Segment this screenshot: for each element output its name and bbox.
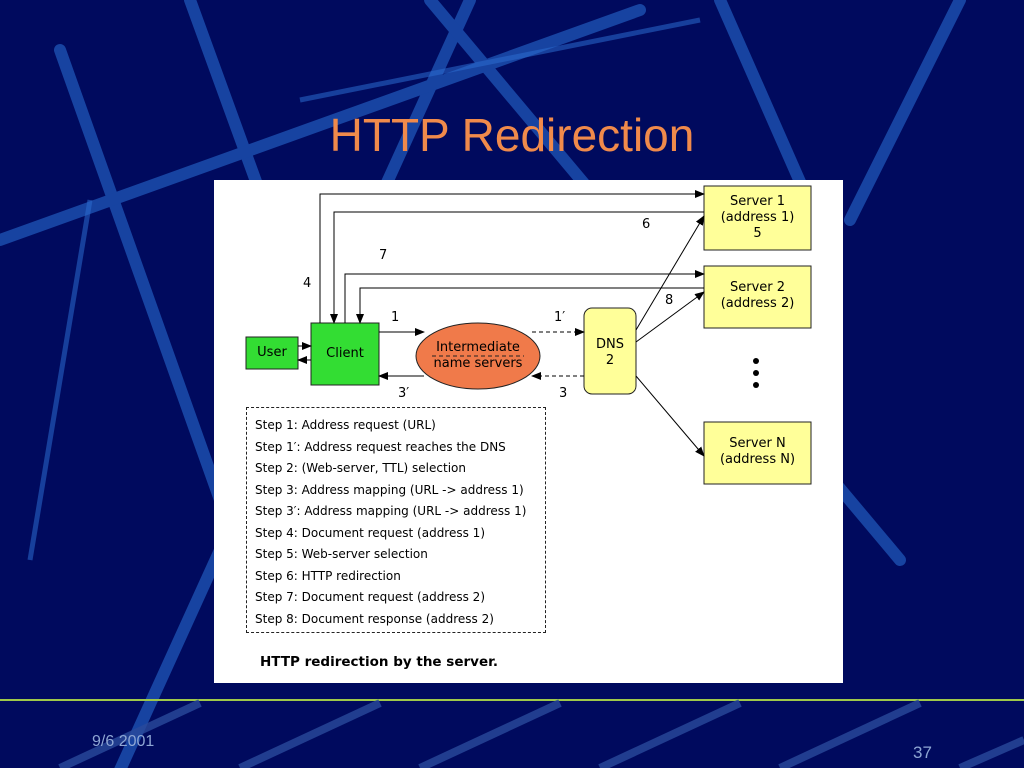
slide-title: HTTP Redirection bbox=[329, 109, 695, 161]
server1-label-line3: 5 bbox=[753, 226, 762, 241]
step-item: Step 7: Document request (address 2) bbox=[255, 590, 485, 604]
ellipsis-dot bbox=[753, 382, 759, 388]
diagram-graphics bbox=[245, 185, 812, 485]
servern-label: Server N (address N) bbox=[704, 436, 811, 468]
server2-label-line2: (address 2) bbox=[720, 296, 795, 311]
diagram-figure: User Client Intermediate name servers DN… bbox=[214, 180, 843, 683]
step-item: Step 4: Document request (address 1) bbox=[255, 525, 485, 540]
arrow-label-3: 3 bbox=[559, 386, 568, 401]
steps-legend: Step 1: Address request (URL) Step 1′: A… bbox=[246, 407, 546, 633]
intermediate-label-line1: Intermediate bbox=[436, 340, 520, 355]
arrow-label-6: 6 bbox=[642, 217, 651, 232]
ellipsis-dot bbox=[753, 358, 759, 364]
servern-label-line2: (address N) bbox=[719, 452, 796, 467]
footer-date: 9/6 2001 bbox=[92, 733, 155, 750]
arrow-label-7: 7 bbox=[379, 248, 388, 263]
step-item: Step 5: Web-server selection bbox=[255, 547, 428, 561]
arrow-label-3-prime: 3′ bbox=[398, 386, 410, 401]
arrow-label-8: 8 bbox=[665, 293, 674, 308]
servern-node bbox=[703, 421, 812, 485]
server1-label-line2: (address 1) bbox=[720, 210, 795, 225]
server2-label: Server 2 (address 2) bbox=[704, 280, 811, 312]
step-item: Step 6: HTTP redirection bbox=[255, 568, 401, 583]
step-item: Step 2: (Web-server, TTL) selection bbox=[255, 461, 466, 475]
intermediate-label-line2: name servers bbox=[433, 356, 523, 371]
dns-label: DNS 2 bbox=[584, 337, 636, 369]
server1-label: Server 1 (address 1) 5 bbox=[704, 194, 811, 242]
ellipsis-dot bbox=[753, 370, 759, 376]
server2-label-line1: Server 2 bbox=[729, 280, 786, 295]
server1-node bbox=[703, 185, 812, 251]
step-item: Step 8: Document response (address 2) bbox=[255, 611, 494, 626]
user-node bbox=[245, 336, 299, 370]
client-node bbox=[310, 322, 380, 386]
arrow-label-4: 4 bbox=[303, 276, 312, 291]
client-label: Client bbox=[326, 346, 364, 361]
user-label: User bbox=[257, 345, 287, 360]
servern-label-line1: Server N bbox=[729, 436, 786, 451]
step-item: Step 3′: Address mapping (URL -> address… bbox=[255, 504, 527, 518]
figure-caption: HTTP redirection by the server. bbox=[260, 654, 498, 670]
server2-node bbox=[703, 265, 812, 329]
step-item: Step 3: Address mapping (URL -> address … bbox=[255, 482, 524, 497]
page-number: 37 bbox=[913, 743, 932, 762]
intermediate-label: Intermediate name servers bbox=[416, 340, 540, 372]
dns-label-line1: DNS bbox=[596, 337, 624, 352]
arrow-label-1-prime: 1′ bbox=[554, 310, 566, 325]
arrow-label-1: 1 bbox=[391, 310, 400, 325]
step-item: Step 1: Address request (URL) bbox=[255, 418, 436, 432]
dns-label-line2: 2 bbox=[605, 353, 615, 368]
dns-node bbox=[583, 307, 637, 395]
step-item: Step 1′: Address request reaches the DNS bbox=[255, 439, 506, 454]
server1-label-line1: Server 1 bbox=[729, 194, 786, 209]
